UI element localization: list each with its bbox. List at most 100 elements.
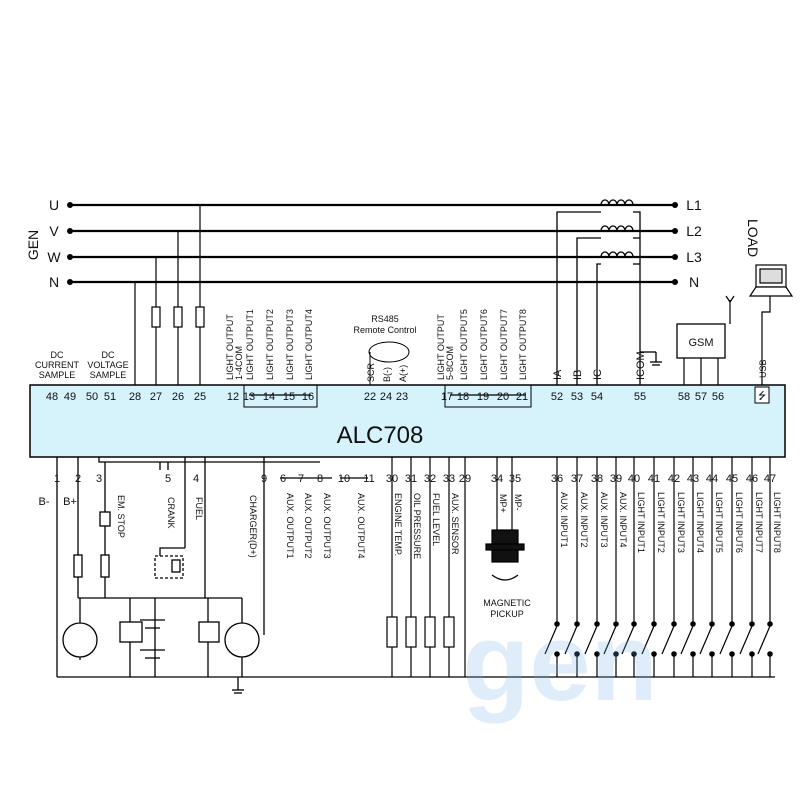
bottom-terminal-number: 9: [261, 473, 267, 485]
bottom-terminal-number: 38: [591, 473, 603, 485]
sensor-label: OIL PRESSURE: [412, 493, 422, 559]
switch-contact: [749, 621, 755, 627]
bottom-terminal-number: 39: [610, 473, 622, 485]
usb-label: USB: [758, 359, 768, 378]
top-terminal-number: 22: [364, 391, 376, 403]
input-label: AUX. INPUT4: [618, 492, 628, 548]
bottom-terminal-number: 35: [509, 473, 521, 485]
bottom-terminal-number: 46: [746, 473, 758, 485]
phase-label-right: N: [689, 274, 699, 290]
sensor-label: FUEL LEVEL: [431, 493, 441, 546]
input-label: LIGHT INPUT7: [754, 492, 764, 553]
top-terminal-number: 58: [678, 391, 690, 403]
input-label: LIGHT INPUT1: [636, 492, 646, 553]
sensor-label: ENGINE TEMP.: [393, 493, 403, 556]
bottom-terminal-number: 29: [459, 473, 471, 485]
input-label: LIGHT INPUT6: [734, 492, 744, 553]
ct-wires: [556, 211, 641, 385]
switch-blade: [603, 625, 617, 655]
fuses: [151, 306, 205, 328]
bottom-terminal-number: 45: [726, 473, 738, 485]
switch-blade: [680, 625, 694, 655]
top-terminal-number: 56: [712, 391, 724, 403]
bottom-terminal-number: 1: [54, 473, 60, 485]
bottom-terminal-number: 32: [424, 473, 436, 485]
input-label: LIGHT INPUT8: [772, 492, 782, 553]
rs485-pin-label: B(-): [382, 367, 392, 382]
switch-contact: [690, 621, 696, 627]
switch-blade: [661, 625, 675, 655]
input-label: LIGHT INPUT2: [656, 492, 666, 553]
top-terminal-number: 28: [129, 391, 141, 403]
switch-contact: [690, 651, 696, 657]
top-terminal-number: 55: [634, 391, 646, 403]
input-label: LIGHT INPUT5: [714, 492, 724, 553]
light-output-group-label: 1-4COM: [234, 346, 244, 380]
aux-output-label: AUX. OUTPUT1: [285, 493, 295, 559]
switch-contact: [729, 621, 735, 627]
sensor-label: AUX. SENSOR: [450, 493, 460, 555]
top-terminal-number: 26: [172, 391, 184, 403]
bottom-terminal-number: 30: [386, 473, 398, 485]
usb-cable: [761, 296, 771, 385]
switch-blade: [739, 625, 753, 655]
current-input-label: IA: [552, 369, 564, 380]
top-terminal-number: 25: [194, 391, 206, 403]
gen-label: GEN: [25, 230, 41, 260]
top-terminal-number: 52: [551, 391, 563, 403]
current-input-label: IB: [572, 370, 584, 380]
aux-output-label: AUX. OUTPUT4: [356, 493, 366, 559]
switch-blade: [757, 625, 771, 655]
bus-lines: [70, 203, 675, 284]
rs485-label: RS485: [371, 314, 399, 324]
fuel-label: FUEL: [194, 497, 204, 520]
usb-symbol: ⭍: [758, 390, 766, 402]
laptop-icon: [748, 264, 794, 297]
switch-contact: [749, 651, 755, 657]
switch-blade: [584, 625, 598, 655]
magnetic-pickup-label: PICKUP: [490, 609, 524, 619]
light-output-label: LIGHT OUTPUT3: [285, 309, 295, 380]
light-output-label: LIGHT OUTPUT6: [479, 309, 489, 380]
em-stop-label: EM. STOP: [116, 495, 126, 538]
switch-contact: [729, 651, 735, 657]
top-terminal-number: 27: [150, 391, 162, 403]
phase-label-right: L1: [686, 197, 702, 213]
top-terminal-number: 54: [591, 391, 603, 403]
light-output-group-label: LIGHT OUTPUT: [225, 314, 235, 380]
switch-blade: [544, 625, 558, 655]
top-terminal-number: 49: [64, 391, 76, 403]
bottom-terminal-number: 31: [405, 473, 417, 485]
rs485-pin-label: A(+): [398, 365, 408, 382]
magnetic-pickup: [485, 457, 525, 581]
bottom-terminal-number: 42: [668, 473, 680, 485]
switch-blade: [564, 625, 578, 655]
bottom-terminal-number: 44: [706, 473, 718, 485]
top-terminal-number: 53: [571, 391, 583, 403]
phase-label-left: U: [49, 197, 59, 213]
switch-contact: [709, 651, 715, 657]
phase-label-left: N: [49, 274, 59, 290]
bottom-terminal-number: 8: [317, 473, 323, 485]
gsm-module: [676, 323, 726, 359]
light-output-label: LIGHT OUTPUT5: [459, 309, 469, 380]
dc-voltage-label: DC: [102, 350, 115, 360]
top-terminal-number: 57: [695, 391, 707, 403]
bottom-terminal-number: 2: [75, 473, 81, 485]
bottom-terminal-number: 37: [571, 473, 583, 485]
input-label: LIGHT INPUT4: [695, 492, 705, 553]
top-terminal-number: 18: [457, 391, 469, 403]
sensor-resistors: [386, 616, 455, 648]
switch-contact: [671, 621, 677, 627]
switch-blade: [621, 625, 635, 655]
dc-voltage-label: SAMPLE: [90, 370, 127, 380]
switch-blade: [719, 625, 733, 655]
top-terminal-number: 50: [86, 391, 98, 403]
bottom-terminal-number: 6: [280, 473, 286, 485]
light-output-group-label: 5-8COM: [445, 346, 455, 380]
input-label: AUX. INPUT2: [579, 492, 589, 548]
top-terminal-number: 16: [302, 391, 314, 403]
usb-port: [754, 386, 770, 404]
bottom-terminal-number: 34: [491, 473, 503, 485]
